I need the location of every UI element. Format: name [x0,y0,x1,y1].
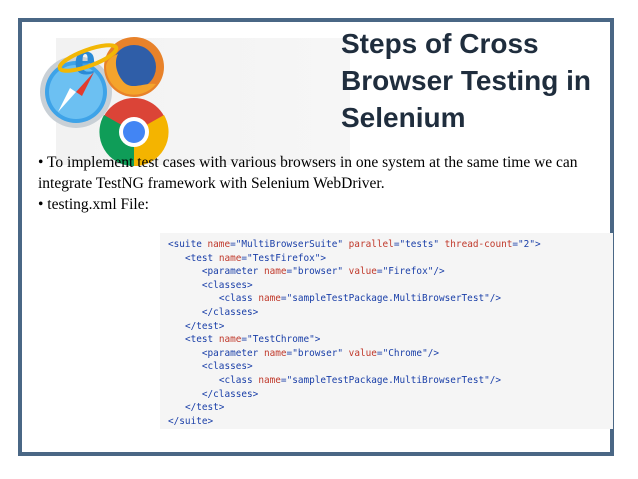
svg-text:e: e [74,32,95,85]
code-line: <suite name="MultiBrowserSuite" parallel… [168,239,541,250]
code-line: <parameter name="browser" value="Chrome"… [201,347,440,359]
code-line: </classes> [201,388,259,400]
code-line: <classes> [201,279,253,291]
safari-icon [40,56,112,128]
code-line: <class name="sampleTestPackage.MultiBrow… [218,374,502,386]
code-line: <test name="TestChrome"> [184,334,321,346]
internet-explorer-icon: e [57,32,119,85]
code-line: </classes> [201,306,259,318]
browser-logos: e [40,32,169,167]
slide-title: Steps of Cross Browser Testing in Seleni… [341,28,591,133]
code-block: <suite name="MultiBrowserSuite" parallel… [160,233,613,429]
code-line: </test> [184,402,225,414]
code-line: </suite> [168,415,214,427]
code-line: <classes> [201,361,253,373]
bullet-1: • To implement test cases with various b… [38,154,578,192]
code-line: </test> [184,320,225,332]
code-line: <test name="TestFirefox"> [184,252,327,264]
chrome-icon [99,98,169,167]
firefox-icon [104,37,164,97]
code-line: <parameter name="browser" value="Firefox… [201,266,445,278]
body-text: • To implement test cases with various b… [38,152,613,215]
bullet-2: • testing.xml File: [38,196,149,213]
code-line: <class name="sampleTestPackage.MultiBrow… [218,293,502,305]
